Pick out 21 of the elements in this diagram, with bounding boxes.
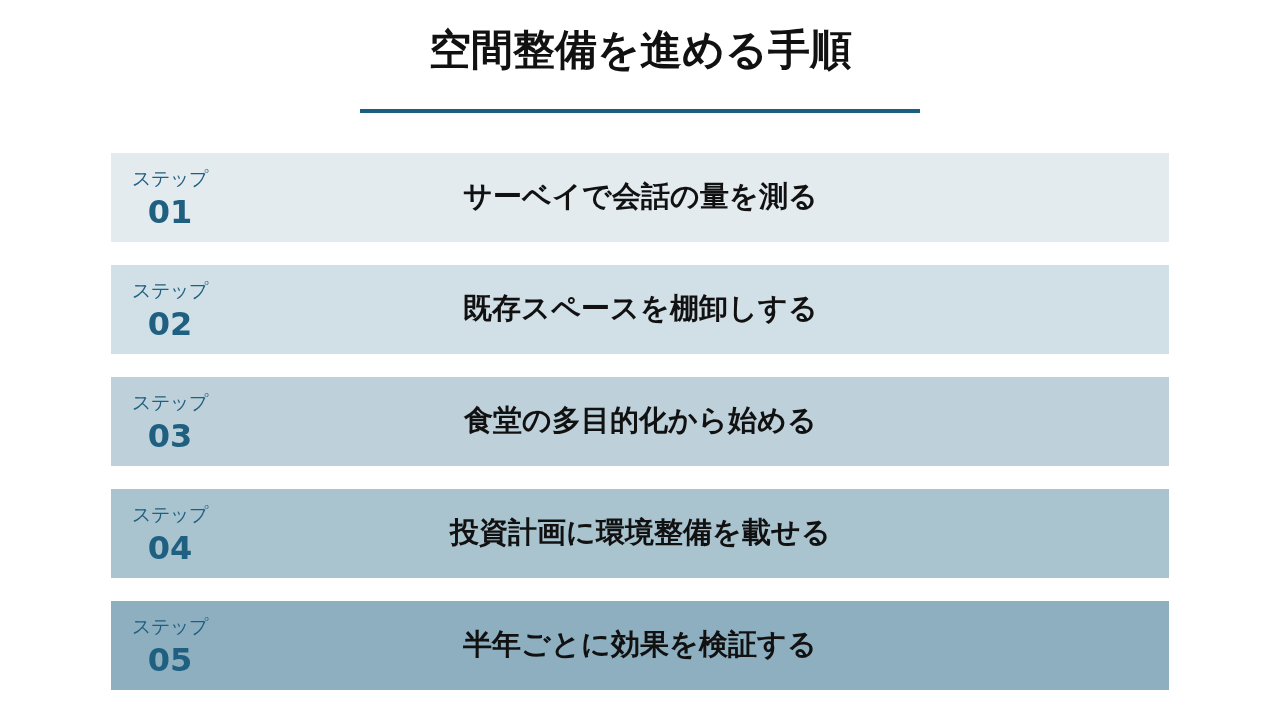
step-title: 食堂の多目的化から始める [462,402,818,439]
step-title: サーベイで会話の量を測る [461,178,819,215]
step-number: 01 [147,193,193,231]
step-number: 03 [147,417,193,455]
step-band [111,377,1169,466]
step-label: ステップ [131,390,210,414]
step-band [111,265,1169,354]
step-number: 05 [147,641,193,679]
step-band [111,489,1169,578]
step-label: ステップ [131,278,210,302]
step-title: 既存スペースを棚卸しする [461,290,819,327]
step-label: ステップ [131,614,210,638]
step-band [111,153,1169,242]
step-title: 投資計画に環境整備を載せる [448,514,832,551]
title: 空間整備を進める手順 [427,24,853,76]
step-label: ステップ [131,166,210,190]
step-number: 04 [147,529,193,567]
step-title: 半年ごとに効果を検証する [462,626,818,663]
step-label: ステップ [131,502,210,526]
step-band [111,601,1169,690]
step-number: 02 [147,305,193,343]
